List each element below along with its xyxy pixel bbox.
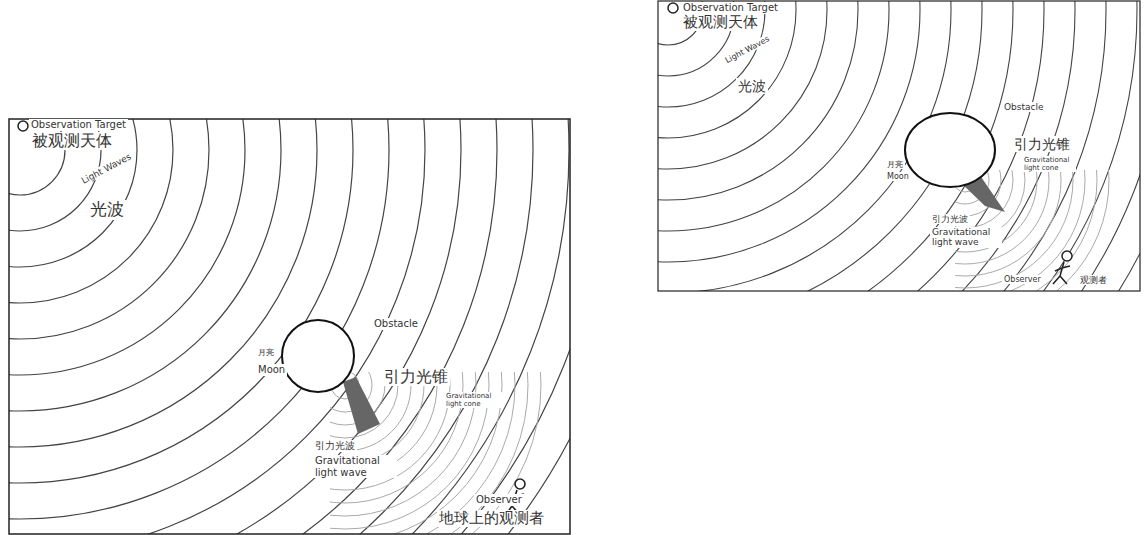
light-waves bbox=[9, 119, 570, 534]
light-cone bbox=[343, 377, 380, 434]
target-label: 被观测天体 bbox=[681, 14, 760, 31]
wave-arc bbox=[658, 1, 1140, 291]
obstacle-label: Obstacle bbox=[372, 318, 420, 330]
cone-label: 引力光锥 bbox=[1012, 136, 1072, 152]
moon-label: Moon bbox=[256, 364, 287, 376]
cone-label: Gravitational light cone bbox=[1022, 156, 1076, 172]
observer-figure bbox=[1053, 251, 1072, 284]
wave-arc bbox=[955, 170, 1073, 288]
moon bbox=[905, 113, 995, 187]
wave-arc bbox=[9, 119, 570, 534]
wave-arc bbox=[658, 1, 889, 231]
wave-arc bbox=[955, 170, 1109, 291]
gravity-wave-label: Gravitational light wave bbox=[930, 227, 1002, 248]
moon bbox=[282, 320, 354, 392]
gravitational-waves bbox=[955, 170, 1109, 291]
wave-arc bbox=[9, 119, 569, 534]
wave-label: 光波 bbox=[736, 78, 768, 94]
wave-arc bbox=[9, 119, 461, 534]
obstacle-label: Obstacle bbox=[1002, 102, 1046, 112]
wave-arc bbox=[658, 1, 1140, 291]
cone-label: 引力光锥 bbox=[382, 368, 450, 386]
wave-arc bbox=[9, 119, 245, 375]
observer-label: 地球上的观测者 bbox=[437, 510, 546, 527]
gravity-wave-label: 引力光波 bbox=[313, 440, 357, 452]
moon-label: Moon bbox=[885, 172, 911, 181]
panel-frame bbox=[658, 1, 1140, 291]
wave-label: Light Waves bbox=[78, 150, 135, 187]
wave-arc bbox=[9, 119, 281, 411]
cone-label: Gravitational light cone bbox=[444, 392, 502, 408]
wave-arc bbox=[658, 1, 1075, 291]
target-label: 被观测天体 bbox=[30, 132, 114, 150]
wave-arc bbox=[330, 372, 450, 490]
wave-arc bbox=[955, 170, 1085, 291]
wave-arc bbox=[9, 119, 497, 534]
wave-arc bbox=[9, 119, 173, 303]
observer-label: Observer bbox=[1002, 275, 1043, 284]
observer-label: 观测者 bbox=[1078, 275, 1109, 285]
gravity-wave-label: 引力光波 bbox=[930, 214, 970, 224]
wave-arc bbox=[658, 1, 920, 262]
wave-arc bbox=[330, 372, 437, 477]
wave-label: 光波 bbox=[88, 200, 126, 220]
wave-arc bbox=[9, 119, 570, 534]
target-symbol bbox=[668, 3, 678, 13]
wave-label: Light Waves bbox=[722, 33, 773, 66]
wave-arc bbox=[9, 119, 353, 483]
wave-arc bbox=[658, 1, 1137, 291]
moon-label: 月亮 bbox=[885, 160, 905, 169]
wave-arc bbox=[955, 170, 1049, 264]
wave-arc bbox=[955, 170, 1061, 276]
target-symbol bbox=[18, 121, 28, 131]
observer-label: Observer bbox=[474, 494, 524, 506]
wave-arc bbox=[9, 119, 209, 339]
gravity-wave-label: Gravitational light wave bbox=[313, 455, 397, 478]
wave-arc bbox=[658, 1, 858, 200]
wave-arc bbox=[658, 1, 1106, 291]
wave-arc bbox=[658, 1, 1044, 291]
moon-label: 月亮 bbox=[256, 348, 276, 357]
wave-arc bbox=[9, 119, 425, 534]
wave-arc bbox=[658, 1, 796, 138]
panel-frame bbox=[9, 119, 570, 534]
wave-arc bbox=[658, 1, 1013, 291]
wave-arc bbox=[9, 119, 533, 534]
target-label: Observation Target bbox=[681, 2, 780, 14]
wave-arc bbox=[658, 1, 827, 169]
wave-arc bbox=[9, 119, 137, 267]
wave-arc bbox=[9, 119, 317, 447]
target-label: Observation Target bbox=[29, 119, 128, 131]
light-waves bbox=[658, 1, 1140, 291]
